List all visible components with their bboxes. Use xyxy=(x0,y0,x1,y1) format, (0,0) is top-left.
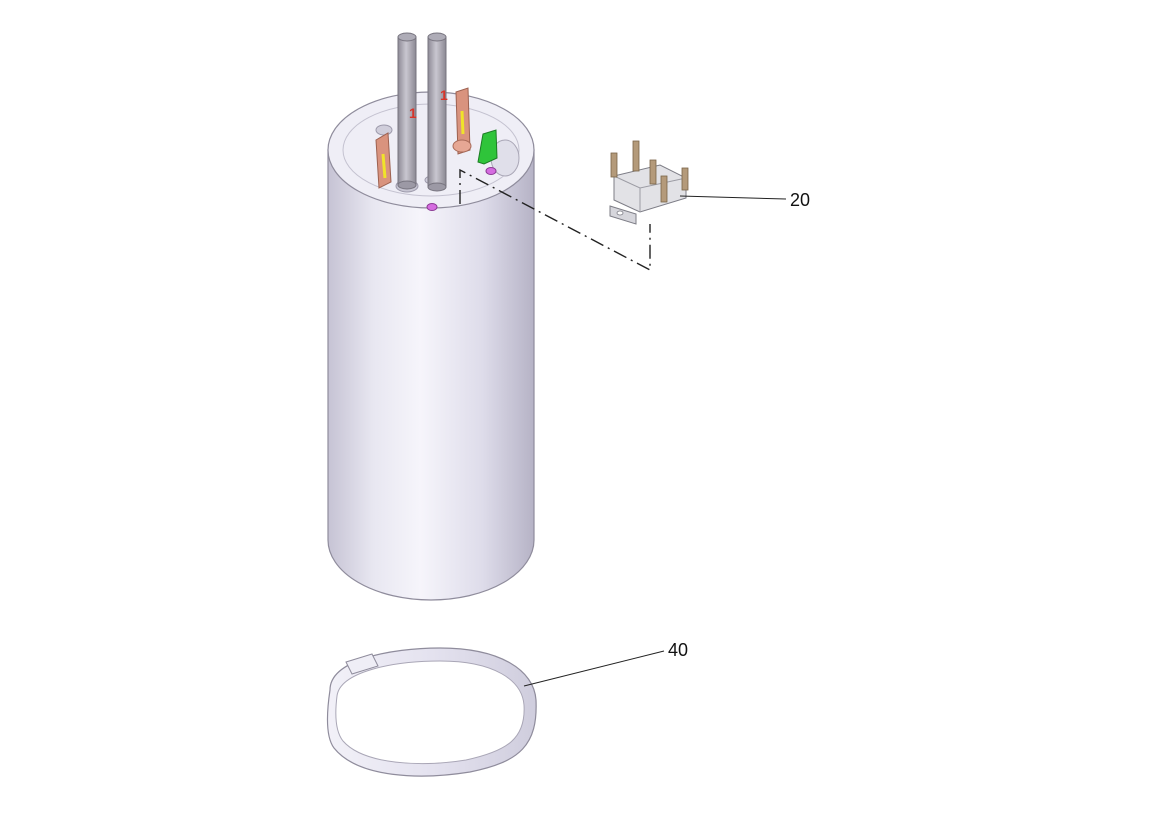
callout-40: 40 xyxy=(668,640,688,660)
terminal-mark: 1 xyxy=(440,87,448,103)
yellow-wire xyxy=(381,153,387,179)
switch-pin xyxy=(681,167,689,191)
band-buckle xyxy=(345,653,379,675)
magenta-contact xyxy=(426,203,438,211)
switch-mount-plate xyxy=(609,205,637,225)
switch-pin xyxy=(632,140,640,172)
switch-body xyxy=(613,164,687,213)
mount-hole xyxy=(375,124,393,136)
heater-cylinder: 1 1 xyxy=(327,32,535,601)
green-tab xyxy=(477,129,498,165)
magenta-contact xyxy=(485,167,497,175)
clamp-band xyxy=(326,647,537,777)
switch-mount-hole xyxy=(616,210,624,216)
terminal-mark: 1 xyxy=(409,105,417,121)
switch-component xyxy=(609,140,689,225)
yellow-wire xyxy=(460,110,465,135)
terminal-base xyxy=(452,139,472,153)
switch-pin xyxy=(660,175,668,203)
assembly-line xyxy=(459,168,651,272)
pipe-right xyxy=(427,32,447,192)
band-inner xyxy=(335,660,525,765)
switch-pin xyxy=(649,159,657,185)
switch-pin xyxy=(610,152,618,178)
callout-20: 20 xyxy=(790,190,810,210)
leader-line-40 xyxy=(523,650,665,687)
pipe-left xyxy=(397,32,417,190)
leader-line-20 xyxy=(679,195,787,200)
cylinder-body xyxy=(327,149,535,601)
